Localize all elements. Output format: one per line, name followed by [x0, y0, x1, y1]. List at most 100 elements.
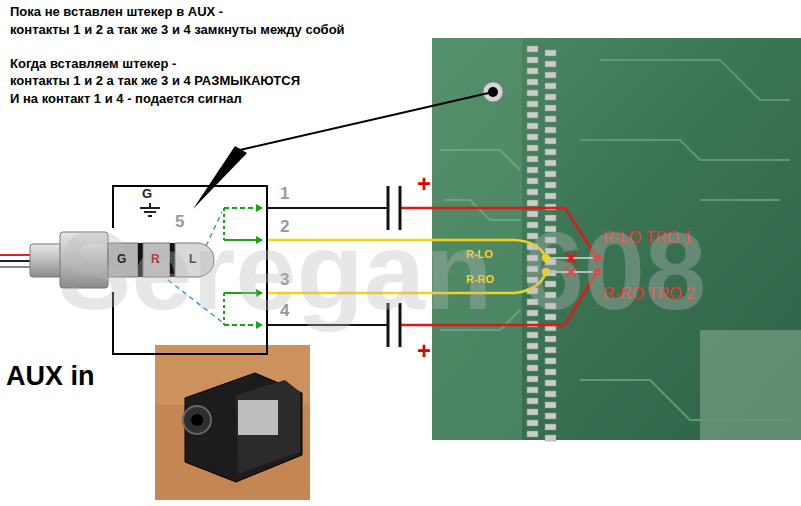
pcb-photo: [545, 413, 556, 419]
wires: [268, 207, 388, 209]
pcb-photo: [545, 226, 556, 232]
pcb-photo: [545, 72, 556, 78]
wires: [268, 240, 546, 258]
pcb-photo: [527, 167, 538, 173]
jack-housing: G5: [112, 185, 268, 355]
pcb-photo: [527, 365, 538, 371]
pcb-photo: [545, 292, 556, 298]
pcb-photo: [545, 105, 556, 111]
plug-contact-name: R: [151, 252, 160, 266]
wires: [268, 324, 388, 326]
pin-number: 5: [175, 212, 184, 232]
plug-contact-leaders: [206, 212, 222, 246]
pcb-photo: [527, 398, 538, 404]
pcb-photo: [700, 330, 801, 440]
pcb-photo: [545, 424, 556, 430]
callout-pointer: [240, 92, 493, 150]
pin-number: 4: [280, 301, 289, 321]
contact-springs: [224, 324, 262, 326]
pcb-photo: [527, 211, 538, 217]
capacitor-symbol: [399, 303, 402, 347]
pcb-photo: [445, 200, 520, 220]
plug-contact-name: G: [117, 252, 126, 266]
cut-marks: [566, 267, 576, 277]
pcb-photo: [545, 127, 556, 133]
section-title: AUX in: [6, 360, 95, 392]
signal-name: R-RO TRO 2: [603, 284, 695, 303]
pcb-photo: [545, 380, 556, 386]
note-text: Когда вставляем штекер -: [10, 56, 176, 72]
audio-plug: [108, 243, 138, 277]
pcb-photo: [545, 369, 556, 375]
audio-plug: [0, 254, 32, 256]
pcb-photo: [545, 50, 556, 56]
signal-name: R-LO: [466, 248, 493, 261]
audio-plug: [0, 266, 32, 268]
pin-number: 2: [280, 217, 289, 237]
pcb-photo: [545, 94, 556, 100]
polarity-mark: +: [417, 337, 431, 366]
cut-marks: [566, 253, 576, 277]
pcb-photo: [527, 145, 538, 151]
pcb-photo: [527, 101, 538, 107]
jack-photo: [238, 400, 278, 435]
pcb-photo: [580, 140, 790, 160]
contact-springs: [224, 239, 262, 241]
pcb-photo: [527, 123, 538, 129]
contact-springs: [223, 208, 225, 240]
pcb-photo: [527, 90, 538, 96]
callout-pointer: [193, 146, 247, 209]
audio-plug: [138, 243, 143, 277]
note-text: Пока не вставлен штекер в AUX -: [10, 4, 223, 20]
pcb-photo: [440, 310, 520, 330]
pcb-photo: [527, 277, 538, 283]
contact-springs: [224, 207, 262, 209]
pcb-photo: [545, 391, 556, 397]
pcb-photo: [527, 112, 538, 118]
pcb-photo: [545, 149, 556, 155]
ground-label: G: [142, 186, 152, 202]
pcb-photo: [545, 303, 556, 309]
cut-marks: [566, 253, 576, 263]
audio-plug: [170, 243, 175, 277]
pcb-photo: [527, 431, 538, 437]
note-text: И на контакт 1 и 4 - подается сигнал: [10, 91, 242, 107]
pcb-photo: [527, 57, 538, 63]
cut-marks: [566, 253, 576, 263]
pcb-photo: [527, 343, 538, 349]
ground-symbol: [144, 211, 156, 213]
pcb-photo: [527, 409, 538, 415]
pcb-photo: [545, 160, 556, 166]
pcb-photo: [527, 376, 538, 382]
cut-marks: [566, 267, 576, 277]
capacitor-symbol: [388, 186, 400, 347]
pcb-photo: [545, 83, 556, 89]
pin-number: 1: [280, 184, 289, 204]
pcb-photo: [527, 46, 538, 52]
jack-photo: [191, 414, 203, 426]
wires: [268, 272, 546, 293]
callout-pointer: [193, 92, 493, 209]
audio-plug: [0, 232, 214, 288]
solder-dots: [593, 268, 601, 276]
pcb-photo: [527, 332, 538, 338]
pcb-photo: [545, 336, 556, 342]
plug-contact-name: L: [189, 252, 196, 266]
pcb-photo: [527, 266, 538, 272]
contact-springs: [224, 292, 262, 294]
pcb-photo: [545, 314, 556, 320]
ground-symbol: [148, 215, 152, 217]
pcb-photo: [527, 200, 538, 206]
solder-dots: [542, 268, 550, 276]
pcb-photo: [545, 435, 556, 441]
housing-outline: [113, 186, 267, 354]
solder-dots: [542, 254, 550, 262]
capacitor-symbol: [387, 303, 390, 347]
signal-name: R-RO: [466, 273, 494, 286]
pcb-photo: [545, 402, 556, 408]
pcb-photo: [545, 215, 556, 221]
audio-plug: [143, 243, 170, 277]
note-text: контакты 1 и 2 а так же 3 и 4 замкнуты м…: [10, 22, 345, 38]
jack-photo: [155, 345, 310, 500]
